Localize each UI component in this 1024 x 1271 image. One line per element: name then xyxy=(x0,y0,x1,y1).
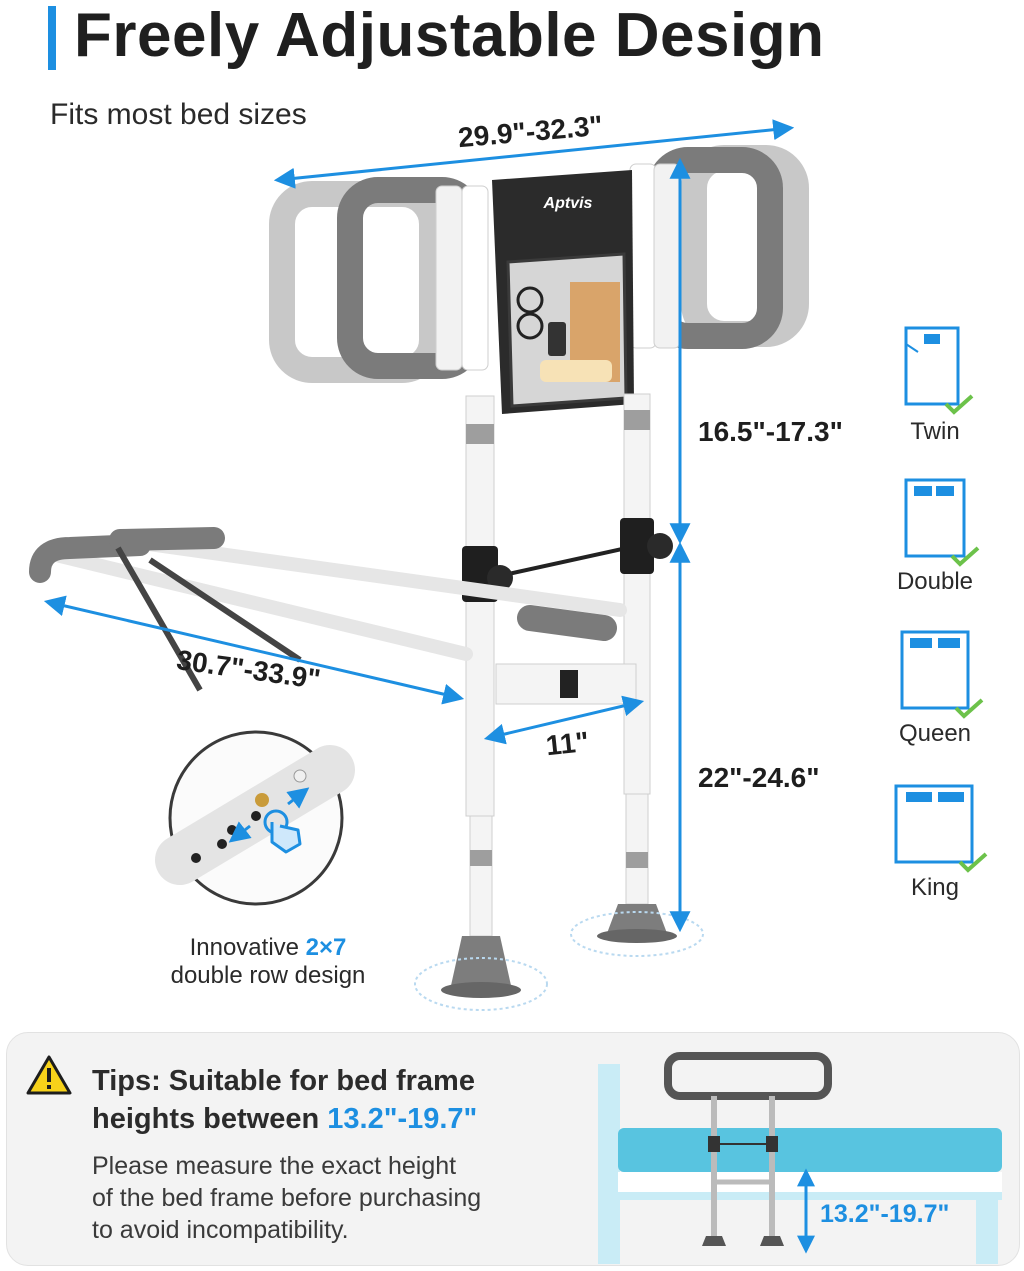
check-icon xyxy=(958,852,988,873)
tap-icon xyxy=(263,809,302,854)
bed-height-diagram xyxy=(598,1052,1002,1264)
tips-body-line-3: to avoid incompatibility. xyxy=(92,1216,349,1244)
floor-ring-left xyxy=(414,957,548,1011)
tips-heading-highlight: 13.2"-19.7" xyxy=(327,1103,478,1135)
bed-icon-queen xyxy=(900,630,970,710)
foot-width-label: 11" xyxy=(544,725,591,762)
page-title: Freely Adjustable Design xyxy=(74,1,825,70)
feature-highlight: 2×7 xyxy=(305,934,347,961)
bed-size-label: Twin xyxy=(910,418,960,445)
left-pole xyxy=(441,395,521,998)
tips-heading-prefix: heights between xyxy=(92,1103,328,1135)
floor-ring-right xyxy=(570,911,704,957)
bed-rail-illustration: Aptvis xyxy=(29,119,988,1011)
feature-prefix: Innovative xyxy=(189,934,306,961)
bed-size-label: King xyxy=(910,874,960,901)
tips-body-line-1: Please measure the exact height xyxy=(92,1152,457,1180)
warning-icon xyxy=(26,1055,72,1095)
feature-caption: Innovative 2×7 double row design xyxy=(148,934,388,990)
handle-left xyxy=(337,177,489,379)
bed-height-label: 13.2"-19.7" xyxy=(820,1200,950,1228)
bed-icon-double xyxy=(904,478,966,558)
storage-pouch xyxy=(492,170,634,414)
lower-height-label: 22"-24.6" xyxy=(698,762,820,793)
page-subtitle: Fits most bed sizes xyxy=(50,98,307,131)
width-arrow xyxy=(273,119,795,189)
tips-heading: Tips: Suitable for bed frame heights bet… xyxy=(92,1062,477,1138)
check-icon xyxy=(950,546,980,567)
foot-width-arrow xyxy=(483,695,645,745)
title-accent-bar xyxy=(48,6,56,70)
upper-height-label: 16.5"-17.3" xyxy=(698,416,843,447)
bed-icon-king xyxy=(894,784,974,864)
tips-heading-line-1: Tips: Suitable for bed frame xyxy=(92,1065,475,1097)
feature-line-2: double row design xyxy=(170,962,366,989)
check-icon xyxy=(944,394,974,415)
tips-body: Please measure the exact height of the b… xyxy=(92,1150,481,1246)
mini-rail xyxy=(664,1052,832,1246)
base-length-arrow xyxy=(43,595,465,705)
hole-detail-magnifier xyxy=(155,730,355,906)
bed-icon-twin xyxy=(904,326,960,406)
bed-size-label: Queen xyxy=(898,720,972,747)
bed-size-label: Double xyxy=(896,568,974,595)
tips-body-line-2: of the bed frame before purchasing xyxy=(92,1184,482,1212)
check-icon xyxy=(954,698,984,719)
brand-label: Aptvis xyxy=(543,195,593,212)
